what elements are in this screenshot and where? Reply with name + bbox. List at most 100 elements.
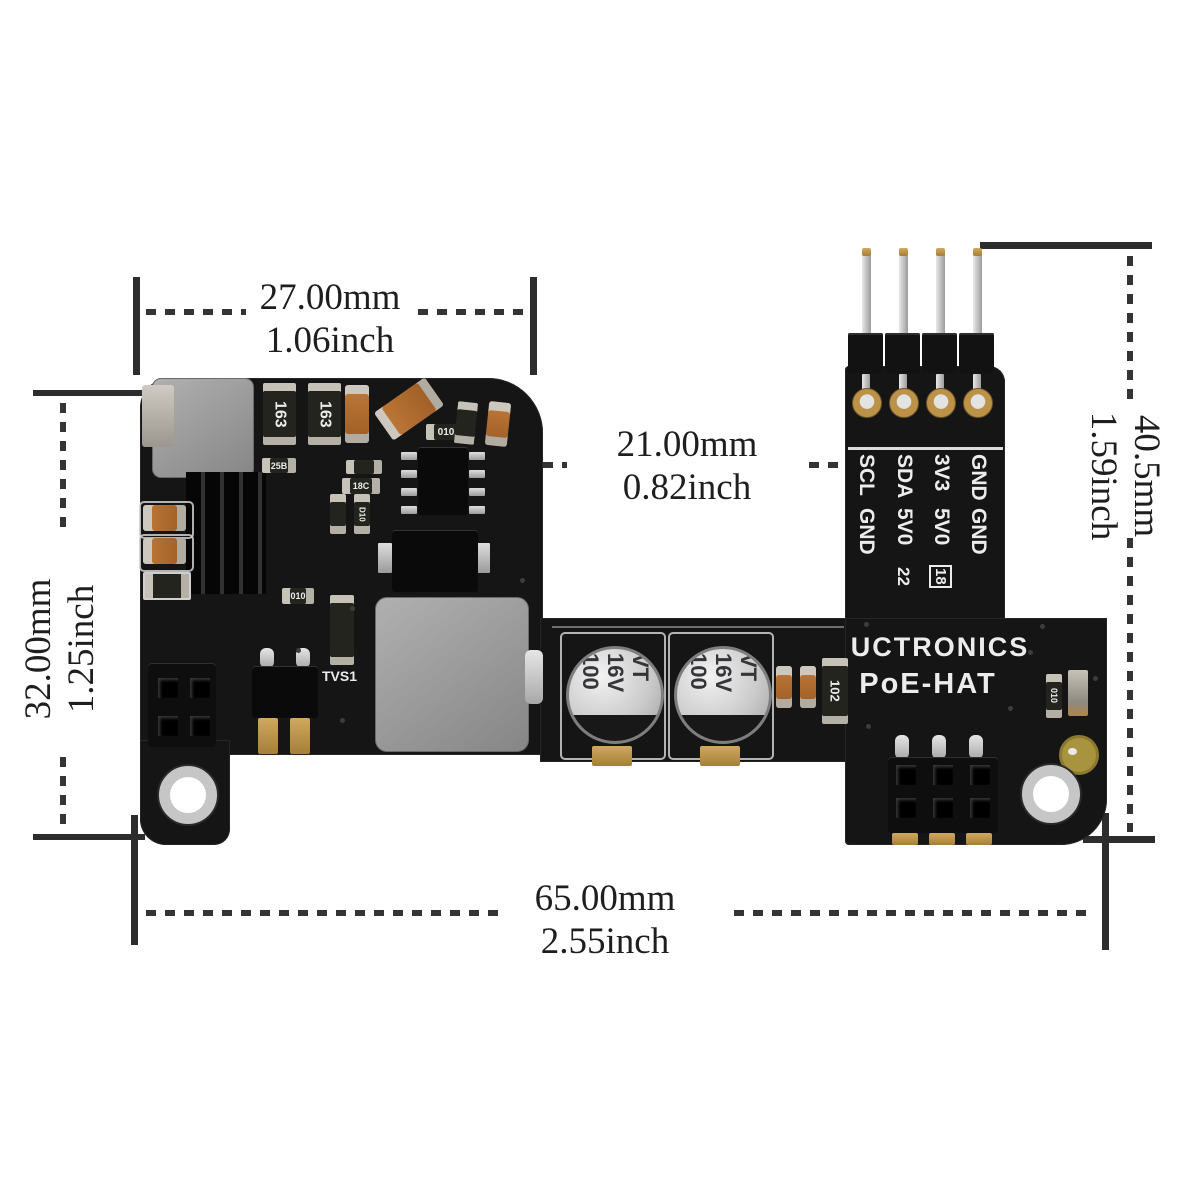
bridge-silk-line [552,626,844,628]
header-pin-3 [936,250,945,336]
capacitor-2-pad [700,746,740,766]
header-pin-4 [973,250,982,336]
dim-left-mm: 32.00mm [18,578,59,720]
cap-label-100: 100 [578,653,603,690]
diode-010-label: 010 [1049,688,1059,704]
header-foot-pad-1 [892,833,918,845]
cap-label-16v: 16V [603,653,628,693]
ceramic-capacitor [345,385,369,443]
header-hole [970,798,990,818]
capacitor-1-pad [592,746,632,766]
buck-converter-module [375,597,529,752]
ic-pin [469,506,485,514]
capacitor-band [569,715,661,741]
ic-pin [401,506,417,514]
smd-chip [346,460,382,474]
resistor-163-label: 163 [316,400,334,428]
ceramic-capacitor [484,400,512,448]
dim-right-inch: 1.59inch [1083,411,1124,541]
header-solder-pad-2 [889,388,919,418]
header-base-3 [922,333,957,373]
dim-right-mm: 40.5mm [1126,414,1167,538]
solder-pin-1 [895,735,909,759]
dim-bottom-dash-left [146,910,506,916]
heatsink-ridged [186,472,266,594]
dim-right-bottom-tick [1083,836,1155,843]
via [866,724,871,729]
dim-left-top-tick [33,390,145,396]
cap-label-16v: 16V [711,653,736,693]
dim-bottom-dash-right [734,910,1092,916]
ic-pin [469,488,485,496]
ceramic-capacitor [143,538,186,564]
solder-pin-2 [932,735,946,759]
resistor-163-1: 163 [263,383,296,445]
silkscreen-line [848,447,1003,450]
diode-010-label: 010 [290,591,306,601]
pin-label-gnd3: GND [967,508,990,555]
dim-top-right-tick [530,277,537,375]
dim-bottom-right-tick [1102,813,1109,950]
ceramic-capacitor [143,505,186,531]
diode-010-label: 010 [437,426,455,438]
dim-top-label: 27.00mm 1.06inch [205,276,455,362]
electrolytic-capacitor-2: 100 16V VT [674,646,772,744]
header-foot-pad-3 [966,833,992,845]
header-hole [896,765,916,785]
tvs-pad [258,718,278,754]
ic-pin [401,452,417,460]
capacitor-2-label: 100 16V VT [686,653,761,692]
resistor-18c: 18C [342,478,380,494]
header-hole [190,678,210,698]
resistor-25b-label: 25B [270,460,288,471]
component-outline [139,534,194,572]
header-hole [896,798,916,818]
via [296,648,301,653]
via [1040,624,1045,629]
ic-pad [476,543,490,573]
dim-top-dash-left [146,309,246,315]
header-pin-2-tip [899,248,908,256]
dim-middle-mm: 21.00mm [567,423,807,466]
dim-bottom-left-tick [131,815,138,945]
header-hole [158,716,178,736]
dim-bottom-inch: 2.55inch [540,921,670,962]
via [1028,650,1033,655]
dim-right-top-tick [980,242,1152,249]
smd-component-silver [142,385,174,447]
smd-resistor-2 [800,666,816,708]
dim-top-mm: 27.00mm [259,277,401,318]
cap-label-100: 100 [686,653,711,690]
dim-left-label: 32.00mm 1.25inch [17,539,103,759]
header-base-2 [885,333,920,373]
header-hole [158,678,178,698]
pin-label-gnd2: GND [967,454,990,501]
header-hole [933,765,953,785]
tvs1-label: TVS1 [322,668,358,684]
header-pin-3-tip [936,248,945,256]
dim-left-bottom-tick [33,834,145,840]
smd-component-silver [1068,670,1088,716]
diode-010-mid: 010 [282,588,314,604]
via [1093,676,1098,681]
diode-d10: D10 [354,494,370,534]
header-pin-1-stub [862,374,870,394]
smd-chip [330,494,346,534]
resistor-102: 102 [822,658,848,724]
resistor-25b: 25B [262,458,296,473]
soic-ic [418,447,468,515]
pin-label-sda: SDA [893,454,916,499]
ic-pin [469,452,485,460]
tvs-pin [260,648,274,668]
dim-top-inch: 1.06inch [265,320,395,361]
header-solder-pad-4 [963,388,993,418]
header-pin-4-tip [973,248,982,256]
tvs-pad [290,718,310,754]
pin-label-5v0b: 5V0 [930,508,953,546]
ic-pad [378,543,392,573]
header-pin-3-stub [936,374,944,394]
capacitor-band [677,715,769,741]
pin-label-gnd1: GND [855,508,878,555]
dim-left-dash-upper [60,403,66,533]
